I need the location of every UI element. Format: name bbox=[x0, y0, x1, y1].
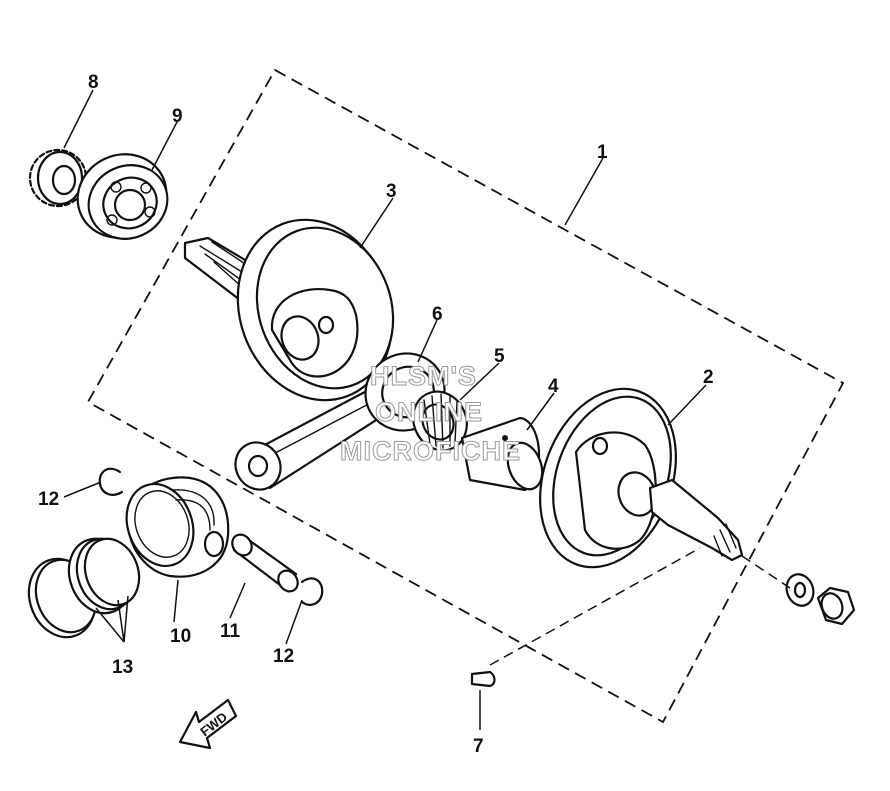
callout-4: 4 bbox=[548, 376, 559, 397]
crankshaft-assembly-boundary bbox=[86, 68, 845, 724]
crank-pin bbox=[460, 416, 544, 492]
callout-7: 7 bbox=[473, 736, 484, 757]
ball-bearing bbox=[76, 153, 169, 240]
watermark-line-3: MICROFICHE bbox=[340, 436, 521, 466]
callout-11: 11 bbox=[220, 621, 241, 642]
washer bbox=[785, 573, 815, 607]
callout-2: 2 bbox=[703, 367, 714, 388]
callout-9: 9 bbox=[172, 106, 183, 127]
callout-10: 10 bbox=[170, 626, 191, 647]
piston-pin bbox=[231, 533, 299, 593]
needle-bearing bbox=[412, 390, 468, 452]
watermark-line-1: HLSM'S bbox=[370, 361, 477, 391]
callout-1: 1 bbox=[597, 142, 608, 163]
woodruff-key bbox=[470, 670, 496, 688]
callout-13: 13 bbox=[112, 657, 133, 678]
callout-8: 8 bbox=[88, 72, 99, 93]
watermark: HLSM'S ONLINE MICROFICHE bbox=[340, 361, 521, 467]
callout-6: 6 bbox=[432, 304, 443, 325]
sprocket bbox=[28, 148, 88, 208]
watermark-line-2: ONLINE bbox=[375, 397, 483, 427]
forward-direction-arrow: FWD bbox=[178, 698, 238, 750]
callout-3: 3 bbox=[386, 181, 397, 202]
piston-ring-set bbox=[27, 537, 141, 639]
piston bbox=[125, 476, 230, 578]
callout-5: 5 bbox=[494, 346, 505, 367]
piston-pin-clip-upper bbox=[98, 467, 124, 496]
callout-12-upper: 12 bbox=[38, 489, 59, 510]
left-crank-half bbox=[183, 218, 395, 402]
leader-lines bbox=[63, 89, 791, 730]
callout-12-lower: 12 bbox=[273, 646, 294, 667]
nut bbox=[816, 586, 856, 626]
right-crank-half bbox=[539, 387, 744, 569]
piston-pin-clip-lower bbox=[300, 577, 324, 606]
